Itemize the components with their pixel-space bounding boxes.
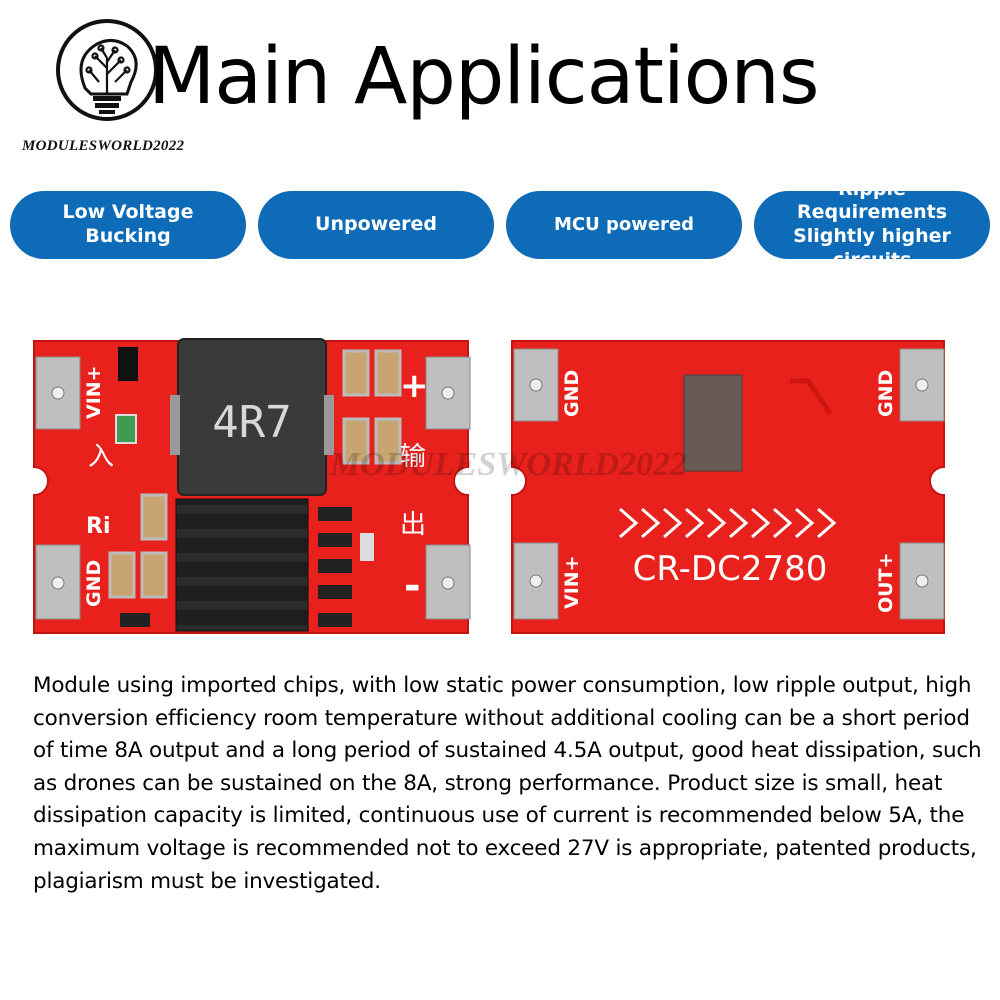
product-description: Module using imported chips, with low st…	[33, 673, 982, 894]
front-label-output-char-2: 出	[400, 510, 426, 540]
back-label-vin-plus: VIN+	[561, 555, 583, 609]
product-photo: 4R7 VIN+ GND 入 Ri + 输 出 -	[33, 338, 945, 634]
inductor-marking: 4R7	[212, 397, 291, 448]
back-label-gnd-left: GND	[561, 370, 583, 417]
back-label-out-plus: OUT+	[875, 553, 897, 613]
board-front: 4R7 VIN+ GND 入 Ri + 输 出 -	[33, 338, 471, 634]
brand-name: MODULESWORLD2022	[22, 138, 185, 154]
application-tag-mcu-powered: MCU powered	[506, 191, 742, 259]
back-label-gnd-right: GND	[875, 370, 897, 417]
application-tags: Low Voltage Bucking Unpowered MCU powere…	[10, 178, 990, 271]
application-tag-low-voltage-bucking: Low Voltage Bucking	[10, 191, 246, 259]
application-tag-unpowered: Unpowered	[258, 191, 494, 259]
board-model-label: CR-DC2780	[633, 549, 828, 589]
front-label-gnd: GND	[83, 560, 105, 607]
board-back: CR-DC2780 GND GND VIN+ OUT+	[511, 340, 945, 634]
front-label-plus: +	[400, 366, 429, 406]
watermark: MODULESWORLD2022	[329, 446, 687, 483]
application-tag-ripple-requirements: Ripple Requirements Slightly higher circ…	[754, 178, 990, 271]
front-label-minus: -	[404, 563, 421, 609]
front-label-input-char: 入	[88, 442, 114, 472]
front-label-vin-plus: VIN+	[83, 365, 105, 419]
page-title: Main Applications	[148, 32, 819, 122]
front-label-output-char-1: 输	[400, 442, 426, 472]
brand-logo-icon	[56, 19, 158, 121]
front-logo-mark: Ri	[86, 514, 110, 539]
